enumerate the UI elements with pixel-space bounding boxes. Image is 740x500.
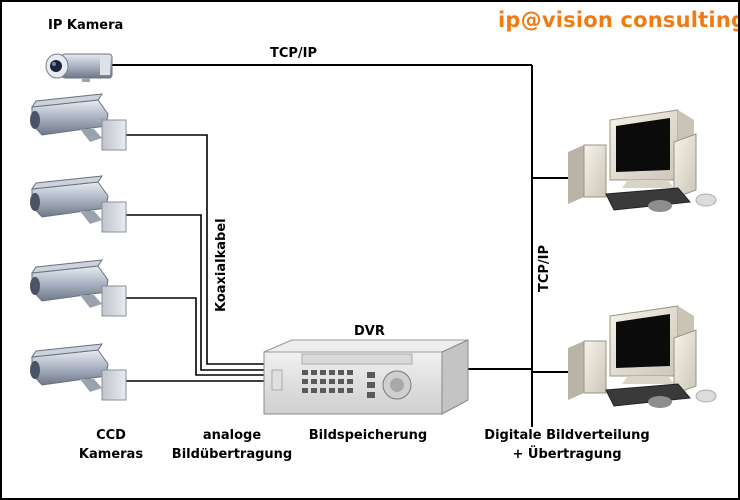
brand-name-part1: ip@vision: [498, 8, 613, 32]
tcpip-vertical-label: TCP/IP: [537, 244, 552, 292]
footer-distribution-line2: + Übertragung: [512, 447, 622, 462]
footer-storage: Bildspeicherung: [308, 428, 428, 443]
footer-ccd-line1: CCD: [96, 428, 126, 443]
tcpip-top-label: TCP/IP: [270, 46, 318, 61]
ccd-camera-icon-1: [30, 93, 127, 151]
ccd-camera-icon-4: [30, 343, 127, 401]
footer-ccd-line2: Kameras: [78, 447, 144, 462]
footer-analog-transmission: analoge Bildübertragung: [162, 426, 302, 464]
coax-cables: [126, 134, 264, 382]
brand-logo: ip@vision consulting: [498, 8, 740, 32]
dvr-label: DVR: [354, 324, 385, 339]
ip-camera-icon: [45, 53, 113, 82]
footer-distribution-line1: Digitale Bildverteilung: [484, 428, 650, 443]
footer-distribution: Digitale Bildverteilung + Übertragung: [472, 426, 662, 464]
brand-name-part2: consulting: [613, 8, 740, 32]
ccd-camera-icon-3: [30, 259, 127, 317]
workstation-icon-bottom: [568, 305, 717, 408]
footer-analog-line2: Bildübertragung: [171, 447, 293, 462]
ccd-camera-icon-2: [30, 175, 127, 233]
koaxialkabel-label: Koaxialkabel: [214, 218, 229, 312]
workstation-icon-top: [568, 109, 717, 212]
footer-ccd-cameras: CCD Kameras: [66, 426, 156, 464]
dvr-recorder-icon: [263, 339, 469, 415]
footer-analog-line1: analoge: [202, 428, 262, 443]
ip-camera-label: IP Kamera: [48, 18, 124, 33]
